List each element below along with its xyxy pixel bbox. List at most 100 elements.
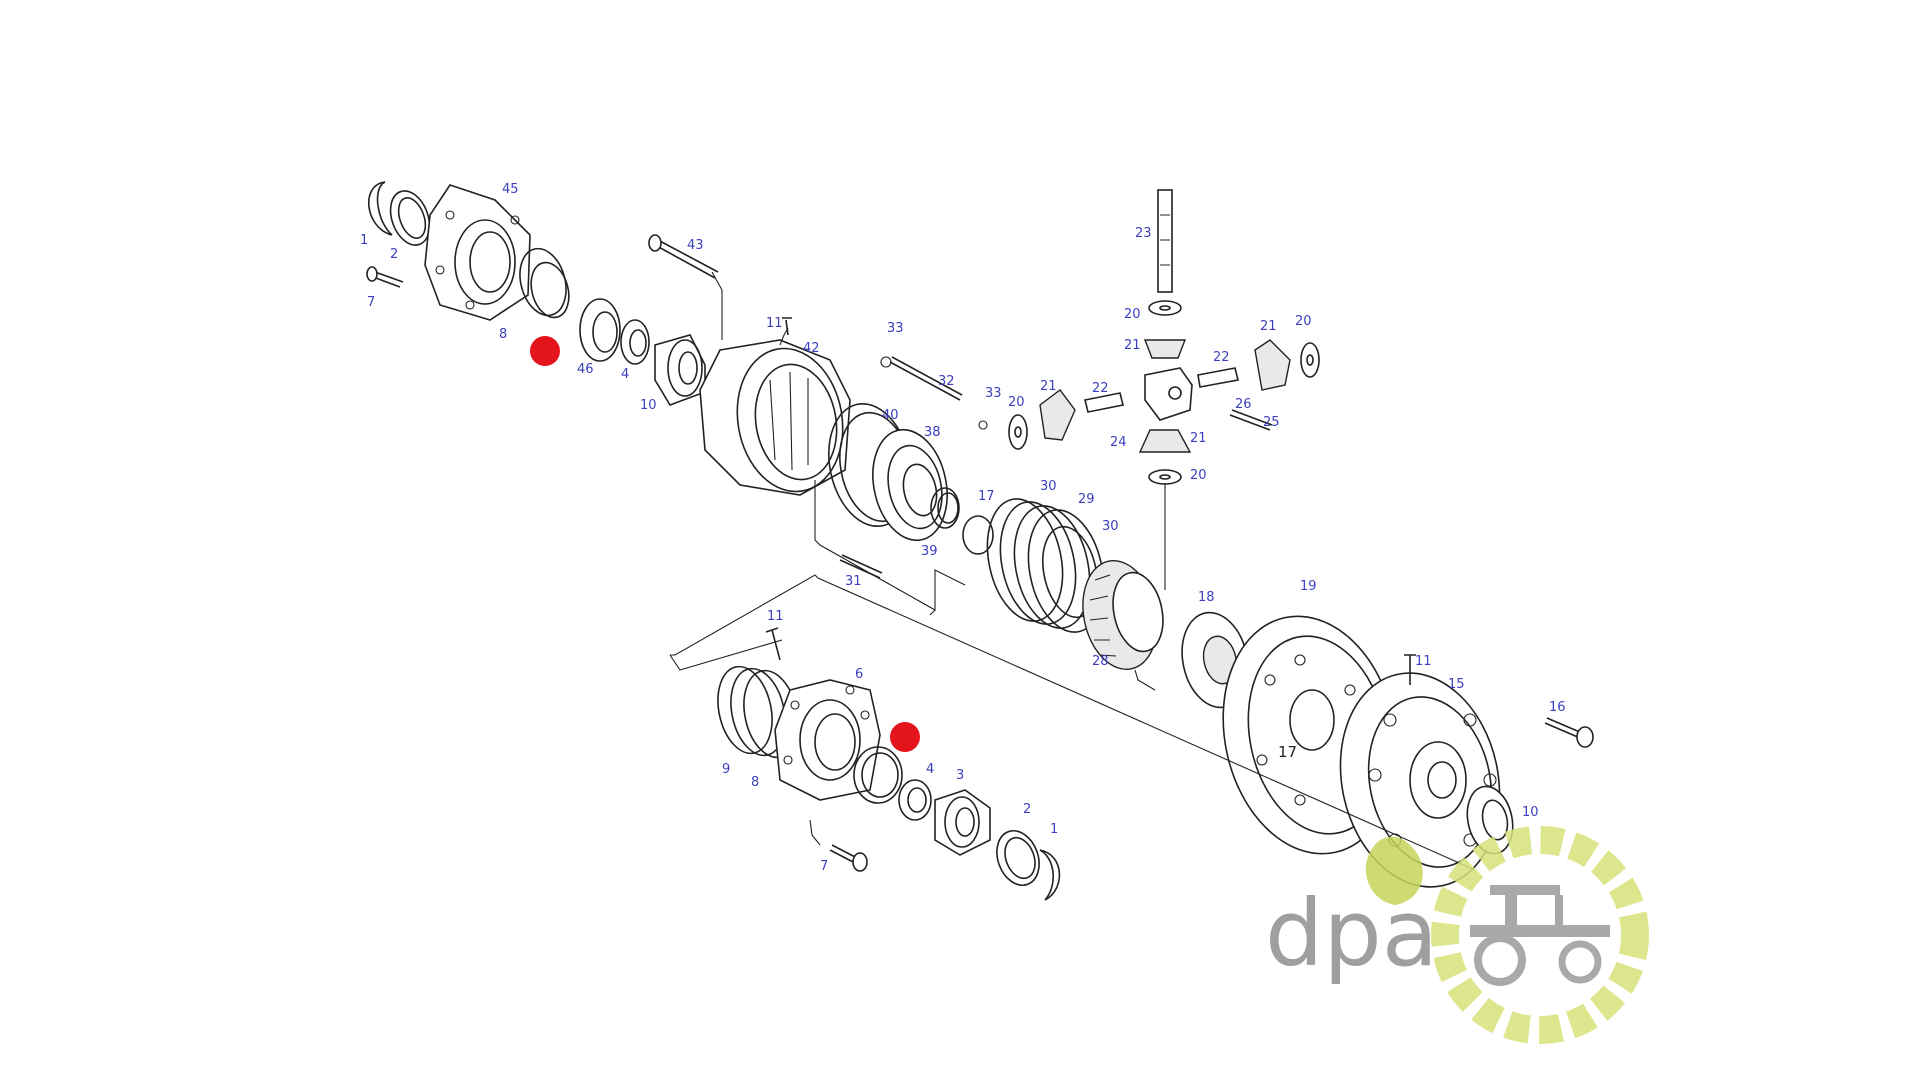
- spider-cross-24: [1144, 367, 1193, 421]
- bearing-carrier-45: [424, 184, 531, 321]
- ring-17: [962, 515, 994, 555]
- label-4-bottom: 4: [926, 762, 934, 777]
- label-10-right: 10: [1522, 805, 1539, 820]
- seal-46: [579, 298, 621, 362]
- highlight-dot-bottom: [890, 722, 920, 752]
- seal-39: [930, 487, 960, 529]
- label-22-left: 22: [1092, 381, 1109, 396]
- label-8-bottom: 8: [751, 775, 759, 790]
- bearing-3: [934, 789, 991, 856]
- snap-ring-1: [368, 181, 393, 236]
- callout-labels: 1 2 7 8 45 46 4 10 43 11 42 33 32 33 40 …: [360, 182, 1566, 874]
- label-15: 15: [1448, 677, 1465, 692]
- label-1-bottom: 1: [1050, 822, 1058, 837]
- label-26: 26: [1235, 397, 1252, 412]
- label-22-right: 22: [1213, 350, 1230, 365]
- label-2-bottom: 2: [1023, 802, 1031, 817]
- washer-20-top: [1148, 300, 1182, 316]
- clutch-discs-30-29: [986, 498, 1105, 633]
- label-8-top: 8: [499, 327, 507, 342]
- label-21-right: 21: [1260, 319, 1277, 334]
- label-28: 28: [1092, 654, 1109, 669]
- bearing-10-top: [654, 334, 706, 406]
- bearing-10-right: [1466, 785, 1514, 855]
- label-10-top: 10: [640, 398, 657, 413]
- label-6: 6: [855, 667, 863, 682]
- label-21-left: 21: [1040, 379, 1057, 394]
- gear-28: [1082, 559, 1164, 671]
- plug-11-top: [782, 317, 792, 336]
- label-31: 31: [845, 574, 862, 589]
- label-23: 23: [1135, 226, 1152, 241]
- bolt-7-top: [366, 266, 404, 288]
- bevel-gear-21-bottom: [1138, 429, 1192, 453]
- logo-leaf-icon: [1365, 836, 1423, 905]
- pin-22-right: [1197, 367, 1239, 388]
- label-18: 18: [1198, 590, 1215, 605]
- label-4-top: 4: [621, 367, 629, 382]
- label-38: 38: [924, 425, 941, 440]
- label-40: 40: [882, 408, 899, 423]
- label-16: 16: [1549, 700, 1566, 715]
- label-7-bottom: 7: [820, 859, 828, 874]
- seal-4-top: [620, 319, 650, 365]
- bolt-16: [1544, 717, 1594, 748]
- washer-20-bottom: [1148, 469, 1182, 485]
- label-46: 46: [577, 362, 594, 377]
- label-39: 39: [921, 544, 938, 559]
- label-11-bottom: 11: [767, 609, 784, 624]
- label-33-top: 33: [887, 321, 904, 336]
- bevel-gear-21-top: [1143, 339, 1187, 359]
- label-2-top: 2: [390, 247, 398, 262]
- label-11-case: 11: [1415, 654, 1432, 669]
- o-ring-8-bottom: [853, 746, 903, 804]
- plug-11-bottom: [765, 627, 781, 661]
- label-33-mid: 33: [985, 386, 1002, 401]
- label-42: 42: [803, 341, 820, 356]
- label-7-top: 7: [367, 295, 375, 310]
- label-43: 43: [687, 238, 704, 253]
- label-19: 19: [1300, 579, 1317, 594]
- label-17-mid: 17: [978, 489, 995, 504]
- piston-38: [872, 428, 948, 542]
- bolt-43: [648, 234, 723, 340]
- label-20-top: 20: [1124, 307, 1141, 322]
- washer-20-right: [1300, 342, 1320, 378]
- label-21-bottom: 21: [1190, 431, 1207, 446]
- plug-11-case: [1404, 654, 1416, 685]
- tractor-icon: [1470, 885, 1610, 986]
- diff-case-15: [1339, 672, 1501, 888]
- bevel-gear-21-right: [1254, 339, 1291, 391]
- label-25: 25: [1263, 415, 1280, 430]
- bearing-carrier-6: [774, 679, 881, 801]
- label-17-case: 17: [1278, 743, 1297, 761]
- snap-ring-1-bottom: [1039, 849, 1061, 901]
- label-29: 29: [1078, 492, 1095, 507]
- snap-ring-2: [389, 190, 431, 246]
- snap-ring-2-bottom: [996, 830, 1040, 886]
- label-45: 45: [502, 182, 519, 197]
- label-9: 9: [722, 762, 730, 777]
- label-32: 32: [938, 374, 955, 389]
- bevel-gear-21-left: [1039, 389, 1076, 441]
- label-20-right: 20: [1295, 314, 1312, 329]
- shaft-23: [1157, 189, 1173, 293]
- label-11-top: 11: [766, 316, 783, 331]
- logo-gear-ring: [1431, 826, 1649, 1044]
- clutch-housing-42: [699, 327, 851, 496]
- pin-32-33: [880, 356, 988, 430]
- label-30-top: 30: [1040, 479, 1057, 494]
- seal-4-bottom: [898, 779, 932, 821]
- label-3: 3: [956, 768, 964, 783]
- label-24: 24: [1110, 435, 1127, 450]
- dpa-logo: dpa: [1265, 826, 1649, 1044]
- bolt-7-bottom: [829, 844, 868, 872]
- label-1-top: 1: [360, 233, 368, 248]
- logo-text: dpa: [1265, 880, 1438, 987]
- pin-22-left: [1084, 392, 1124, 413]
- label-20-bottom: 20: [1190, 468, 1207, 483]
- washer-20-left: [1008, 414, 1028, 450]
- pin-25: [1229, 409, 1273, 431]
- assembly-lines: [669, 480, 1476, 871]
